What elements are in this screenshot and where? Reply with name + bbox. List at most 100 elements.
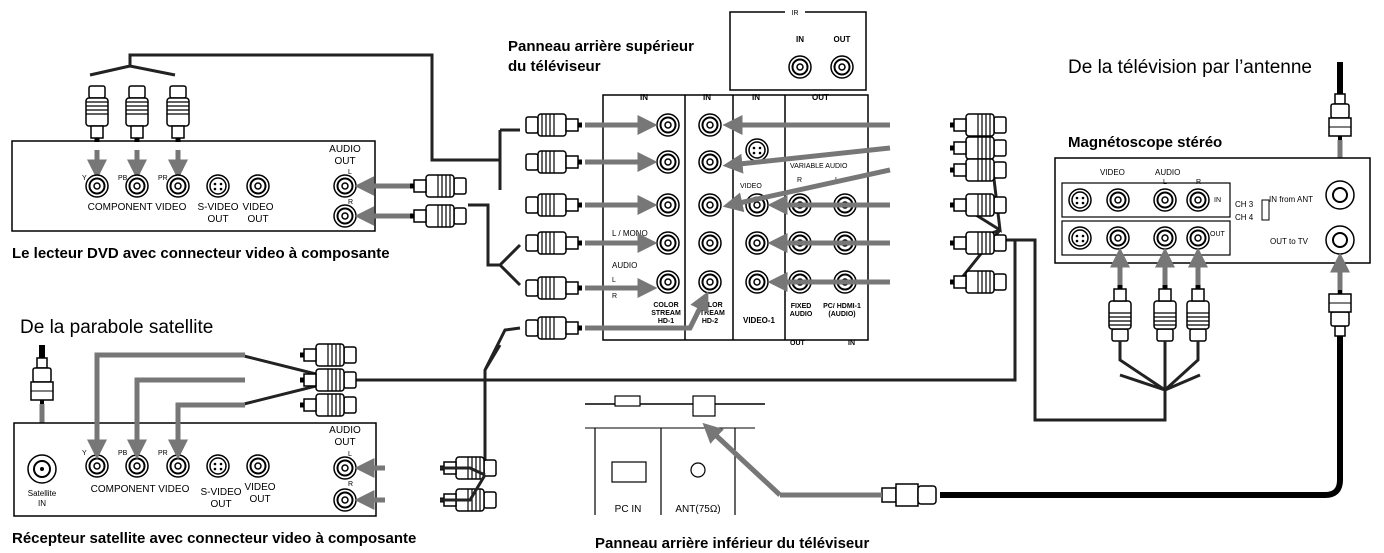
cs2-pr-jack[interactable]	[698, 193, 722, 217]
sat-audio-l-jack[interactable]	[333, 456, 357, 480]
video1-audio-r-jack[interactable]	[745, 270, 769, 294]
dvd-component-cable	[89, 53, 500, 162]
ir-in-label: IN	[796, 35, 804, 44]
dvd-y-jack[interactable]	[85, 174, 109, 198]
vcr-r-label: R	[1196, 179, 1201, 186]
vcr-svideo-in-jack[interactable]	[1068, 188, 1092, 212]
cs1-audio-r-jack[interactable]	[656, 270, 680, 294]
dvd-pb: PB	[118, 175, 128, 182]
sat-audio-l: L	[348, 451, 352, 458]
cs1-audio-l-jack[interactable]	[656, 231, 680, 255]
cs2-pb-jack[interactable]	[698, 150, 722, 174]
dvd-svideo-jack[interactable]	[206, 174, 230, 198]
ant-label: ANT(75Ω)	[675, 504, 720, 515]
ir-out-jack[interactable]	[830, 55, 854, 79]
dvd-pr-jack[interactable]	[166, 174, 190, 198]
sat-y: Y	[82, 450, 87, 457]
sat-svideo-out: OUT	[210, 499, 231, 510]
vcr-audio-l-in-jack[interactable]	[1153, 188, 1177, 212]
ir-in-jack[interactable]	[788, 55, 812, 79]
dvd-component-label: COMPONENT VIDEO	[88, 202, 187, 213]
dvd-video-out: OUT	[247, 214, 268, 225]
sat-pr: PR	[158, 450, 168, 457]
sat-svideo-jack[interactable]	[206, 454, 230, 478]
tv-lower-panel-title: Panneau arrière inférieur du téléviseur	[595, 535, 869, 552]
ir-out-label: OUT	[834, 35, 851, 44]
tv-upper-panel-subtitle: du téléviseur	[508, 58, 601, 75]
dvd-video-jack[interactable]	[246, 174, 270, 198]
dvd-audio-label: AUDIO	[329, 144, 361, 155]
vcr-ant-out-jack[interactable]	[1325, 225, 1355, 255]
vcr-audio-label: AUDIO	[1155, 168, 1180, 177]
vcr-video-in-jack[interactable]	[1106, 188, 1130, 212]
sat-audio-out-label: OUT	[334, 437, 355, 448]
video1-label: VIDEO-1	[743, 316, 776, 325]
dvd-pb-jack[interactable]	[125, 174, 149, 198]
dvd-pr: PR	[158, 175, 168, 182]
pc-in-port[interactable]	[611, 461, 647, 483]
dvd-audio-r: R	[348, 199, 353, 206]
sat-audio-label: AUDIO	[329, 425, 361, 436]
from-satellite-label: De la parabole satellite	[20, 317, 213, 338]
tv-bottom-out: OUT	[790, 340, 806, 347]
sat-video-jack[interactable]	[246, 454, 270, 478]
fixed-audio-label: FIXED AUDIO	[789, 303, 813, 318]
tv-in1-label: IN	[640, 93, 648, 102]
vcr-title: Magnétoscope stéréo	[1068, 134, 1222, 151]
dvd-svideo-label: S-VIDEO	[197, 202, 238, 213]
vcr-video-out-jack[interactable]	[1106, 226, 1130, 250]
sat-in-label: IN	[38, 499, 46, 508]
video1-svideo-jack[interactable]	[745, 138, 769, 162]
dvd-video-label: VIDEO	[242, 202, 273, 213]
vcr-channel-switch[interactable]	[1261, 199, 1270, 221]
sat-audio-r: R	[348, 481, 353, 488]
sat-pb-jack[interactable]	[125, 454, 149, 478]
sat-pr-jack[interactable]	[166, 454, 190, 478]
video-short-label: VIDEO	[740, 183, 762, 190]
cs1-pb-jack[interactable]	[656, 150, 680, 174]
pc-in-label: PC IN	[615, 504, 642, 515]
cs1-label: COLOR STREAM HD-1	[651, 302, 681, 325]
vcr-ch4: CH 4	[1235, 213, 1254, 222]
dvd-audio-l-jack[interactable]	[333, 174, 357, 198]
sat-y-jack[interactable]	[85, 454, 109, 478]
vcr-ch3: CH 3	[1235, 200, 1254, 209]
tv-in2-label: IN	[703, 93, 711, 102]
vcr-audio-r-out-jack[interactable]	[1186, 226, 1210, 250]
vcr-svideo-out-jack[interactable]	[1068, 226, 1092, 250]
tv-bottom-in: IN	[848, 340, 855, 347]
vcr-out-to-tv: OUT to TV	[1270, 237, 1309, 246]
var-r-label: R	[797, 177, 802, 184]
cs1-y-jack[interactable]	[656, 113, 680, 137]
tv-in3-label: IN	[752, 93, 760, 102]
dvd-audio-r-jack[interactable]	[333, 204, 357, 228]
tv-upper-panel-title: Panneau arrière supérieur	[508, 38, 694, 55]
sat-component-label: COMPONENT VIDEO	[91, 484, 190, 495]
sat-title: Récepteur satellite avec connecteur vide…	[12, 530, 416, 547]
ir-title: IR	[792, 10, 799, 17]
dvd-y: Y	[82, 175, 87, 182]
vcr-ant-in-jack[interactable]	[1325, 180, 1355, 210]
cs2-y-jack[interactable]	[698, 113, 722, 137]
audio-label: AUDIO	[612, 261, 637, 270]
vcr-audio-r-in-jack[interactable]	[1186, 188, 1210, 212]
sat-audio-r-jack[interactable]	[333, 488, 357, 512]
vcr-video-label: VIDEO	[1100, 168, 1125, 177]
sat-audio-cable	[483, 326, 521, 475]
vcr-audio-l-out-jack[interactable]	[1153, 226, 1177, 250]
from-antenna-label: De la télévision par l’antenne	[1068, 57, 1312, 78]
tv-left-arrows	[525, 113, 709, 340]
cs1-pr-jack[interactable]	[656, 193, 680, 217]
dvd-audio-out-label: OUT	[334, 156, 355, 167]
ant-port[interactable]	[690, 462, 706, 478]
vcr-device: VIDEO AUDIO L R IN OUT CH 3 CH 4 IN from…	[1054, 93, 1371, 392]
vcr-in-from-ant: IN from ANT	[1269, 195, 1313, 204]
video1-audio-l-jack[interactable]	[745, 231, 769, 255]
vcr-out-label: OUT	[1210, 231, 1226, 238]
cs2-label: COLOR STREAM HD-2	[695, 302, 725, 325]
cs2-audio-l-jack[interactable]	[698, 231, 722, 255]
cs2-audio-r-jack[interactable]	[698, 270, 722, 294]
pc-hdmi-label: PC/ HDMI-1 (AUDIO)	[823, 303, 861, 318]
antenna-tv-cable	[940, 330, 1343, 498]
sat-video-out: OUT	[249, 494, 270, 505]
